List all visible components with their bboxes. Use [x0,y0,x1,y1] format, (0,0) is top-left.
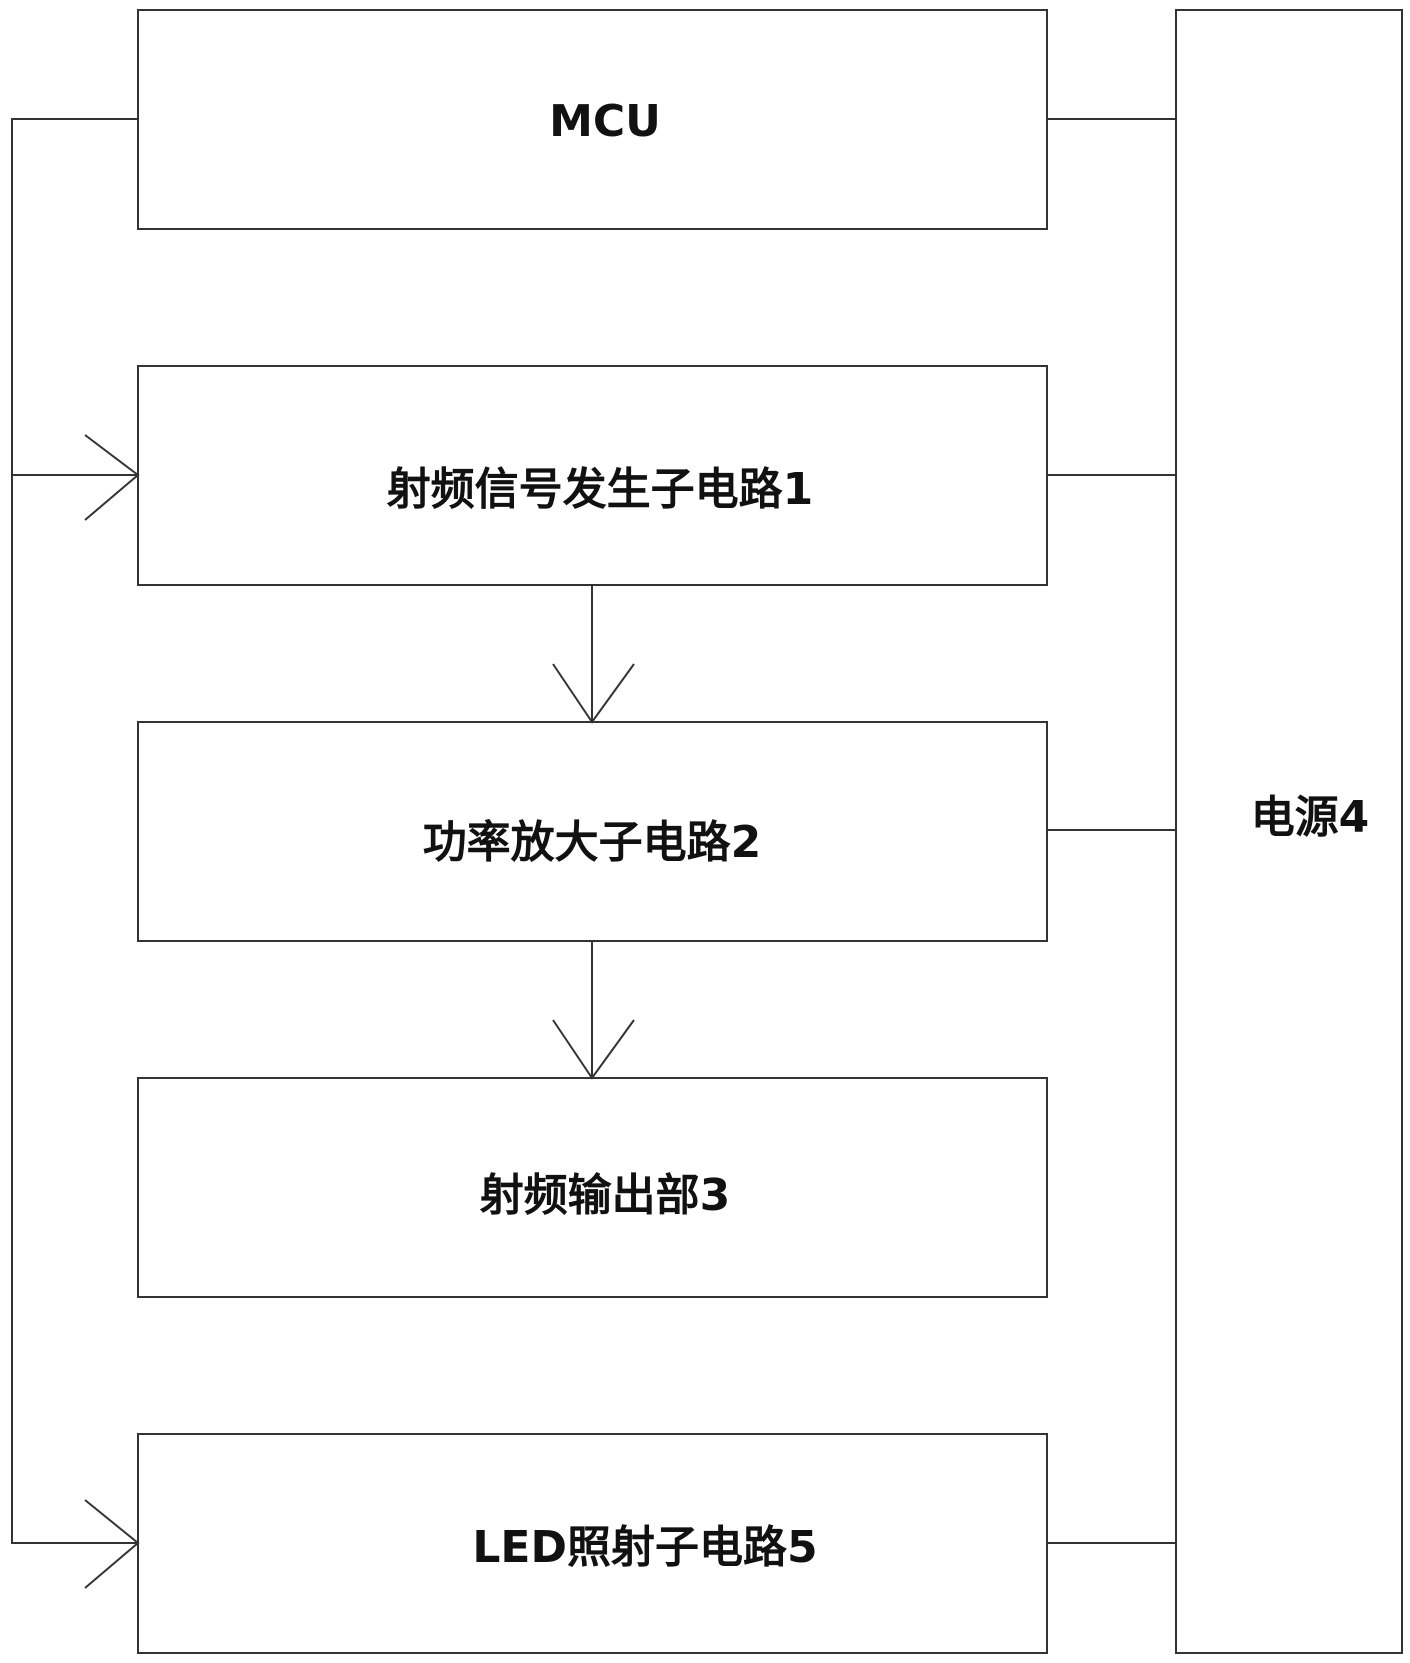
power-supply-label: 电源4 [1251,792,1370,843]
arrow-head-power-amp [553,664,634,722]
arrow-head-rf-output [553,1020,634,1078]
power-amp-label: 功率放大子电路2 [423,817,762,868]
rf-output-label: 射频输出部3 [480,1170,731,1221]
mcu-label: MCU [549,96,661,147]
arrow-head-rf-signal [85,435,138,520]
rf-signal-gen-label: 射频信号发生子电路1 [387,464,814,515]
mcu-control-bus [12,119,138,1543]
led-irradiation-label: LED照射子电路5 [472,1522,817,1573]
